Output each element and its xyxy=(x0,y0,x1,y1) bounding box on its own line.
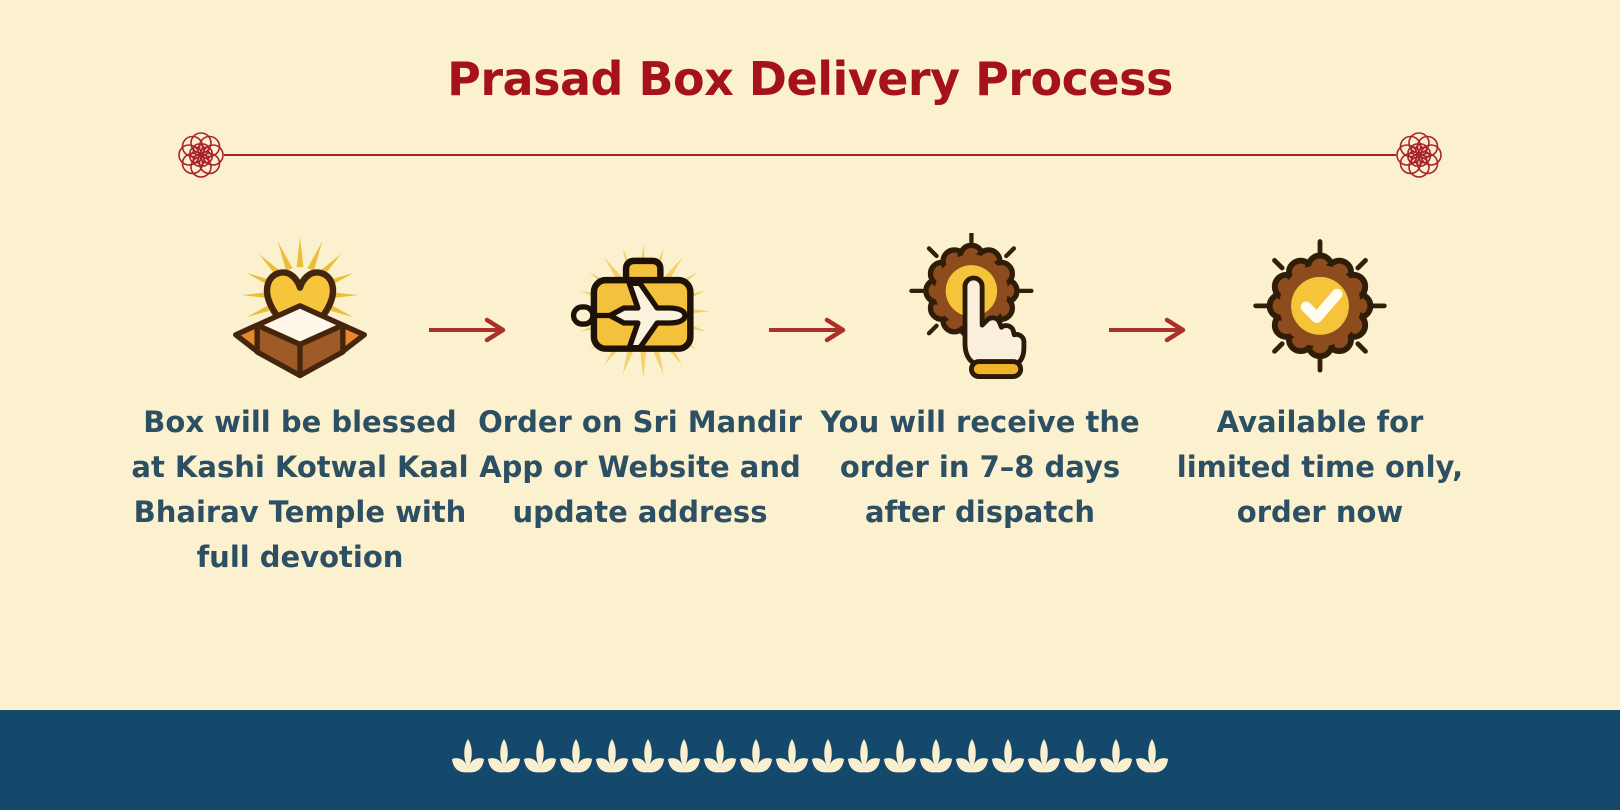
step-availability-text: Available for limited time only, order n… xyxy=(1176,405,1464,529)
ornamental-divider xyxy=(178,132,1442,178)
arrow-right-icon xyxy=(429,317,506,343)
leaf-motif-icon xyxy=(488,739,520,773)
leaf-motif-icon xyxy=(1136,739,1168,773)
step-blessing: Box will be blessed at Kashi Kotwal Kaal… xyxy=(130,232,470,580)
leaf-motif-icon xyxy=(884,739,916,773)
leaf-motif-icon xyxy=(812,739,844,773)
leaf-motif-icon xyxy=(848,739,880,773)
leaf-motif-icon xyxy=(596,739,628,773)
leaf-motif-icon xyxy=(992,739,1024,773)
leaf-pattern xyxy=(450,738,1170,782)
footer-band xyxy=(0,710,1620,810)
travel-suitcase-icon xyxy=(565,232,715,384)
leaf-motif-icon xyxy=(776,739,808,773)
leaf-motif-icon xyxy=(1028,739,1060,773)
arrow-right-icon xyxy=(1109,317,1186,343)
divider-line xyxy=(224,153,1396,157)
rosette-ornament-icon xyxy=(1396,132,1442,178)
rosette-ornament-icon xyxy=(178,132,224,178)
leaf-motif-icon xyxy=(1100,739,1132,773)
step-order: Order on Sri Mandir App or Website and u… xyxy=(470,232,810,535)
process-steps: Box will be blessed at Kashi Kotwal Kaal… xyxy=(0,232,1620,580)
leaf-motif-icon xyxy=(1064,739,1096,773)
leaf-motif-icon xyxy=(668,739,700,773)
page-title: Prasad Box Delivery Process xyxy=(447,52,1173,106)
leaf-motif-icon xyxy=(452,739,484,773)
leaf-motif-icon xyxy=(920,739,952,773)
step-delivery-text: You will receive the order in 7–8 days a… xyxy=(820,405,1140,529)
step-order-text: Order on Sri Mandir App or Website and u… xyxy=(478,405,802,529)
arrow-right-icon xyxy=(769,317,846,343)
leaf-motif-icon xyxy=(632,739,664,773)
step-availability: Available for limited time only, order n… xyxy=(1150,232,1490,535)
leaf-motif-icon xyxy=(560,739,592,773)
tap-order-icon xyxy=(905,232,1055,384)
leaf-motif-icon xyxy=(956,739,988,773)
leaf-motif-icon xyxy=(740,739,772,773)
step-delivery: You will receive the order in 7–8 days a… xyxy=(810,232,1150,535)
leaf-motif-icon xyxy=(704,739,736,773)
steps-row: Box will be blessed at Kashi Kotwal Kaal… xyxy=(0,232,1620,580)
step-blessing-text: Box will be blessed at Kashi Kotwal Kaal… xyxy=(131,405,469,574)
blessed-box-icon xyxy=(225,232,375,384)
limited-time-badge-icon xyxy=(1245,232,1395,384)
leaf-motif-icon xyxy=(524,739,556,773)
